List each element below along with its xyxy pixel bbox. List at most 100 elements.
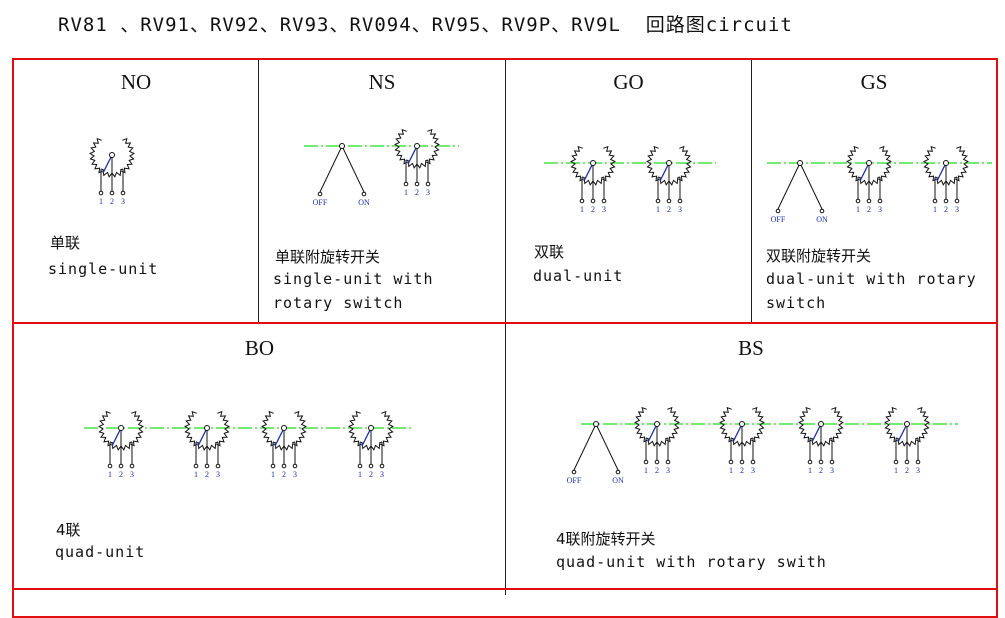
wiper-pivot [818, 421, 824, 427]
cell-code: BO [244, 336, 275, 360]
pin-label: 2 [944, 205, 948, 214]
pin-label: 3 [380, 470, 384, 479]
pin-terminal [109, 190, 115, 196]
rotary-switch-symbol: OFF ON [313, 143, 370, 207]
pin-terminal [403, 181, 409, 187]
wiper-line [732, 423, 743, 443]
pin-terminal [866, 198, 872, 204]
pin-label: 2 [591, 205, 595, 214]
pin-label: 1 [194, 470, 198, 479]
switch-contact [799, 162, 823, 210]
column-divider [751, 60, 752, 322]
wiper-line [897, 423, 908, 443]
wiper-pivot [654, 421, 660, 427]
pin-label: 1 [894, 466, 898, 475]
wiper-line [407, 145, 418, 165]
pin-label: 3 [830, 466, 834, 475]
pin-terminal [807, 459, 813, 465]
pin-label: 2 [655, 466, 659, 475]
switch-terminal [317, 191, 323, 197]
pin-label: 3 [751, 466, 755, 475]
cell-label-zh: 单联 [50, 234, 81, 252]
pin-terminal [120, 190, 126, 196]
pin-terminal [855, 198, 861, 204]
cell-code: BS [738, 336, 764, 360]
wiper-pivot [109, 152, 115, 158]
pin-terminal [204, 463, 210, 469]
column-divider [505, 60, 506, 595]
switch-terminal [775, 208, 781, 214]
switch-terminal [361, 191, 367, 197]
pin-label: 2 [819, 466, 823, 475]
wiper-pivot [281, 425, 287, 431]
cell-label-zh: 4联附旋转开关 [556, 530, 656, 548]
wiper-line [197, 427, 208, 447]
switch-contact [573, 423, 597, 471]
pin-label: 2 [110, 197, 114, 206]
wiper-line [111, 427, 122, 447]
pin-label: 2 [119, 470, 123, 479]
wiper-line [647, 423, 658, 443]
wiper-line [274, 427, 285, 447]
pin-label: 3 [878, 205, 882, 214]
pin-terminal [666, 198, 672, 204]
switch-terminal [819, 208, 825, 214]
wiper-pivot [739, 421, 745, 427]
wiper-pivot [590, 160, 596, 166]
wiper-pivot [414, 143, 420, 149]
pin-terminal [193, 463, 199, 469]
pin-label: 3 [130, 470, 134, 479]
pin-label: 1 [729, 466, 733, 475]
wiper-pivot [943, 160, 949, 166]
pin-label: 1 [108, 470, 112, 479]
pin-label: 2 [867, 205, 871, 214]
switch-contact [777, 162, 801, 210]
pin-terminal [893, 459, 899, 465]
pin-terminal [829, 459, 835, 465]
cell-code: NS [368, 70, 396, 94]
pin-terminal [270, 463, 276, 469]
cell-label-en: single-unit [48, 260, 159, 278]
pin-label: 2 [740, 466, 744, 475]
pin-label: 3 [121, 197, 125, 206]
pin-terminal [215, 463, 221, 469]
cell-code: GS [860, 70, 888, 94]
pin-label: 1 [644, 466, 648, 475]
pin-label: 1 [580, 205, 584, 214]
pin-terminal [943, 198, 949, 204]
pin-terminal [118, 463, 124, 469]
pin-label: 1 [271, 470, 275, 479]
pin-label: 2 [667, 205, 671, 214]
pin-terminal [954, 198, 960, 204]
pin-terminal [590, 198, 596, 204]
pin-terminal [414, 181, 420, 187]
pin-terminal [904, 459, 910, 465]
row-divider [12, 322, 998, 324]
pin-label: 1 [404, 188, 408, 197]
switch-contact [341, 145, 365, 193]
switch-label-on: ON [358, 198, 370, 207]
pin-terminal [750, 459, 756, 465]
cell-label-zh: 单联附旋转开关 [275, 248, 381, 266]
cell-label-zh: 双联附旋转开关 [766, 247, 872, 265]
pin-label: 1 [358, 470, 362, 479]
switch-label-off: OFF [313, 198, 328, 207]
pin-terminal [379, 463, 385, 469]
pin-terminal [932, 198, 938, 204]
wiper-line [859, 162, 870, 182]
